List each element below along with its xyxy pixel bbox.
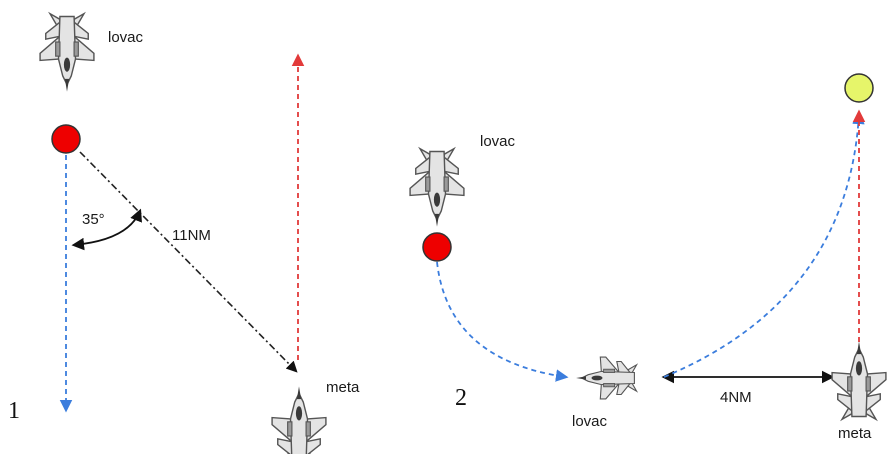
- panel2-intercept-path: [663, 111, 865, 378]
- panel2-fighter-label-bottom: lovac: [572, 413, 608, 430]
- panel2-target-label: meta: [838, 425, 872, 442]
- fighter-jet-icon: [39, 12, 95, 93]
- panel-1: lovac 35° 11NM meta 1: [8, 12, 360, 454]
- panel1-angle-arc: [71, 208, 142, 251]
- panel1-target-label: meta: [326, 379, 360, 396]
- panel1-line-of-sight: [79, 151, 298, 373]
- panel1-fighter-label: lovac: [108, 29, 144, 46]
- panel2-fighter-label-top: lovac: [480, 133, 516, 150]
- target-jet-icon: [832, 341, 886, 419]
- panel-2: lovac lovac 4NM meta 2: [409, 73, 886, 442]
- panel2-number: 2: [455, 385, 467, 411]
- panel1-number: 1: [8, 398, 20, 424]
- panel2-circle-marker-icon-red: [422, 232, 452, 262]
- panel1-angle-label: 35°: [82, 211, 105, 228]
- panel1-circle-marker-icon: [51, 124, 81, 154]
- panel2-fighter-turn-path: [436, 261, 569, 382]
- target-jet-icon: [272, 386, 326, 454]
- fighter-jet-icon-initial: [409, 147, 465, 228]
- panel2-distance-label: 4NM: [720, 389, 752, 406]
- fighter-jet-icon-turned: [576, 357, 637, 399]
- panel1-distance-label: 11NM: [172, 227, 211, 244]
- panel2-circle-marker-icon-yellow: [844, 73, 874, 103]
